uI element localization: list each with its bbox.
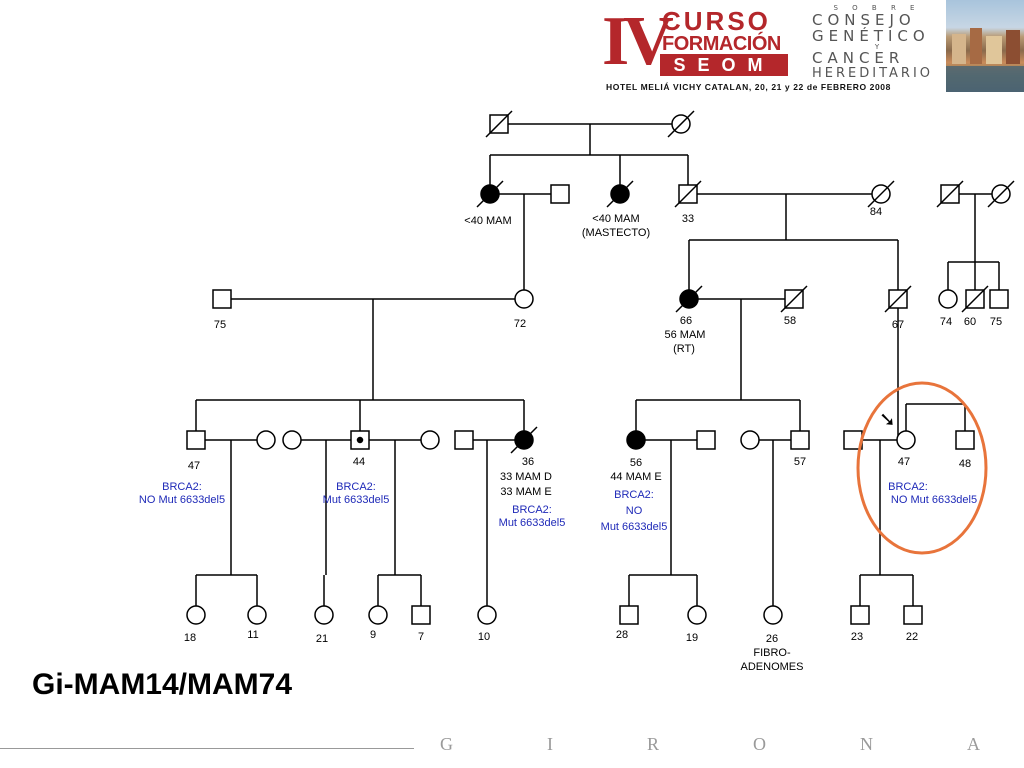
- female: [314, 605, 334, 625]
- svg-text:56: 56: [630, 457, 642, 469]
- svg-text:48: 48: [959, 458, 971, 470]
- svg-text:47: 47: [898, 456, 910, 468]
- course-word: CURSO: [662, 6, 771, 36]
- female: [763, 605, 783, 625]
- svg-text:7: 7: [418, 631, 424, 643]
- svg-text:BRCA2:: BRCA2:: [614, 489, 654, 501]
- svg-text:56 MAM: 56 MAM: [665, 329, 706, 341]
- svg-text:47: 47: [188, 460, 200, 472]
- female: [368, 605, 388, 625]
- female-proband: [896, 430, 916, 450]
- svg-text:57: 57: [794, 456, 806, 468]
- svg-text:11: 11: [247, 629, 258, 641]
- female: [740, 430, 760, 450]
- female: [938, 289, 958, 309]
- pedigree-labels: <40 MAM <40 MAM (MASTECTO) 33 84 75 72 6…: [184, 206, 1002, 673]
- svg-text:21: 21: [316, 633, 328, 645]
- seom-logo: SEOM: [660, 54, 788, 76]
- svg-text:67: 67: [892, 319, 904, 331]
- svg-text:28: 28: [616, 629, 628, 641]
- pedigree-lines: [195, 123, 1000, 606]
- proband-arrow: ➘: [879, 409, 896, 431]
- svg-text:75: 75: [990, 316, 1002, 328]
- svg-text:44: 44: [353, 456, 365, 468]
- male-spouse: [550, 184, 570, 204]
- svg-text:19: 19: [686, 632, 698, 644]
- svg-text:33 MAM E: 33 MAM E: [500, 486, 551, 498]
- svg-text:<40 MAM: <40 MAM: [464, 215, 511, 227]
- svg-text:Mut 6633del5: Mut 6633del5: [601, 521, 668, 533]
- svg-text:FIBRO-: FIBRO-: [753, 647, 791, 659]
- svg-text:Mut 6633del5: Mut 6633del5: [323, 494, 390, 506]
- svg-text:BRCA2:: BRCA2:: [336, 481, 376, 493]
- svg-text:<40 MAM: <40 MAM: [592, 213, 639, 225]
- svg-text:66: 66: [680, 315, 692, 327]
- male: [411, 605, 431, 625]
- female: [282, 430, 302, 450]
- male: [619, 605, 639, 625]
- svg-text:NO: NO: [626, 505, 643, 517]
- svg-text:44 MAM E: 44 MAM E: [610, 471, 661, 483]
- female-affected: [626, 430, 646, 450]
- svg-text:26: 26: [766, 633, 778, 645]
- female: [477, 605, 497, 625]
- proband-highlight-ellipse: [856, 381, 988, 555]
- male: [454, 430, 474, 450]
- svg-text:60: 60: [964, 316, 976, 328]
- svg-text:9: 9: [370, 629, 376, 641]
- male: [850, 605, 870, 625]
- brca-results: BRCA2: NO Mut 6633del5 BRCA2: Mut 6633de…: [139, 481, 977, 533]
- female: [420, 430, 440, 450]
- course-header: IV CURSO FORMACIÓN SEOM HOTEL MELIÁ VICH…: [0, 0, 1024, 100]
- male: [955, 430, 975, 450]
- svg-text:(MASTECTO): (MASTECTO): [582, 227, 650, 239]
- female: [186, 605, 206, 625]
- footer-divider: [0, 748, 414, 749]
- male: [186, 430, 206, 450]
- male: [989, 289, 1009, 309]
- svg-text:BRCA2:: BRCA2:: [512, 504, 552, 516]
- svg-text:22: 22: [906, 631, 918, 643]
- svg-text:72: 72: [514, 318, 526, 330]
- svg-text:10: 10: [478, 631, 490, 643]
- pedigree-symbols: [186, 110, 1015, 625]
- svg-text:BRCA2:: BRCA2:: [162, 481, 202, 493]
- svg-text:(RT): (RT): [673, 343, 695, 355]
- svg-text:33 MAM D: 33 MAM D: [500, 471, 552, 483]
- male: [212, 289, 232, 309]
- svg-text:18: 18: [184, 632, 196, 644]
- svg-text:75: 75: [214, 319, 226, 331]
- svg-text:33: 33: [682, 213, 694, 225]
- svg-text:ADENOMES: ADENOMES: [741, 661, 804, 673]
- svg-text:84: 84: [870, 206, 882, 218]
- girona-photo: [946, 0, 1024, 92]
- svg-text:BRCA2:: BRCA2:: [888, 481, 928, 493]
- venue-line: HOTEL MELIÁ VICHY CATALAN, 20, 21 y 22 d…: [606, 82, 891, 92]
- male: [903, 605, 923, 625]
- page-title: Gi-MAM14/MAM74: [32, 668, 293, 701]
- girona-footer: G I R O N A: [440, 734, 980, 754]
- female: [256, 430, 276, 450]
- formacion-word: FORMACIÓN: [662, 33, 781, 55]
- svg-text:Mut 6633del5: Mut 6633del5: [499, 517, 566, 529]
- svg-text:58: 58: [784, 315, 796, 327]
- svg-text:NO Mut 6633del5: NO Mut 6633del5: [891, 494, 977, 506]
- svg-text:36: 36: [522, 456, 534, 468]
- female: [687, 605, 707, 625]
- female: [247, 605, 267, 625]
- svg-text:23: 23: [851, 631, 863, 643]
- female: [514, 289, 534, 309]
- svg-text:NO Mut 6633del5: NO Mut 6633del5: [139, 494, 225, 506]
- consejo-logo: S O B R E CONSEJO GENÉTICO Y CANCER HERE…: [812, 4, 934, 81]
- male: [790, 430, 810, 450]
- svg-text:74: 74: [940, 316, 952, 328]
- male: [696, 430, 716, 450]
